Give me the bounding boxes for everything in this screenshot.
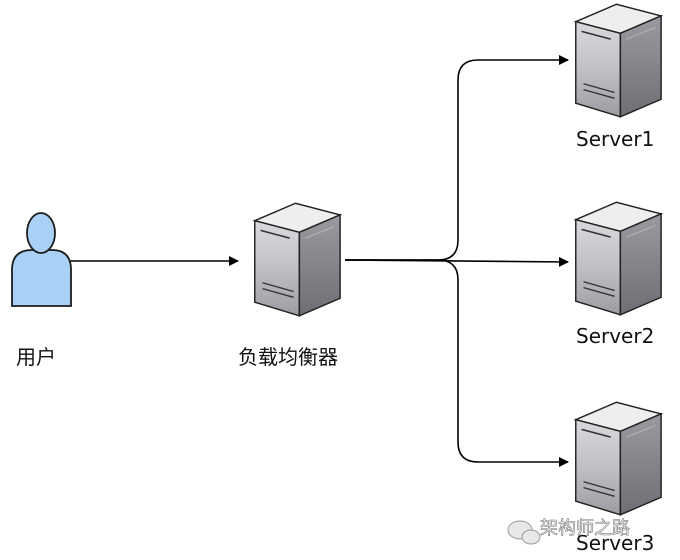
user-node: 用户	[11, 212, 72, 369]
server-icon	[574, 3, 662, 118]
chat-bubble-icon	[507, 520, 541, 545]
user-icon	[11, 212, 72, 307]
watermark-text: 架构师之路	[540, 518, 630, 539]
load-balancer-label: 负载均衡器	[238, 345, 338, 369]
server-node-3: Server3	[574, 401, 662, 555]
server-icon	[253, 202, 341, 317]
server-label-2: Server2	[576, 324, 654, 348]
server-icon	[574, 401, 662, 516]
load-balancer-node: 负载均衡器	[238, 202, 341, 369]
server-label-3: Server3	[576, 531, 654, 555]
server-icon	[574, 201, 662, 316]
edge-lb-to-server1	[345, 55, 569, 261]
watermark: 架构师之路	[507, 518, 630, 545]
user-label: 用户	[16, 345, 56, 369]
connectors	[66, 55, 569, 467]
server-label-1: Server1	[576, 127, 654, 151]
server-node-2: Server2	[574, 201, 662, 348]
edge-lb-to-server3	[345, 259, 569, 467]
server-node-1: Server1	[574, 3, 662, 151]
